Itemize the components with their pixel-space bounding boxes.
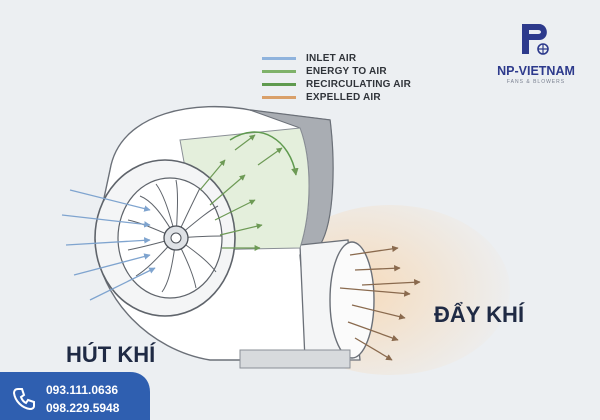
legend: INLET AIR ENERGY TO AIR RECIRCULATING AI… (262, 52, 411, 104)
brand-tagline: FANS & BLOWERS (506, 79, 566, 85)
impeller-hub-center (170, 232, 182, 244)
legend-label: ENERGY TO AIR (306, 66, 387, 77)
legend-item-energy: ENERGY TO AIR (262, 65, 411, 78)
phone-icon (12, 388, 35, 411)
legend-item-expelled: EXPELLED AIR (262, 91, 411, 104)
recirculating-arrow (229, 131, 299, 176)
energy-arrows (199, 134, 283, 251)
outlet-base (239, 349, 351, 369)
inlet-air-arrows (61, 189, 156, 301)
brand-logo: NP-VIETNAM FANS & BLOWERS (488, 22, 584, 85)
legend-swatch (262, 83, 296, 86)
legend-item-recirculating: RECIRCULATING AIR (262, 78, 411, 91)
contact-box (0, 372, 150, 420)
legend-swatch (262, 57, 296, 60)
legend-item-inlet: INLET AIR (262, 52, 411, 65)
legend-label: EXPELLED AIR (306, 92, 381, 103)
brand-name: NP-VIETNAM (497, 64, 575, 78)
outlet-mouth (329, 241, 375, 359)
np-logo-icon (522, 24, 549, 55)
phone-number-1[interactable]: 093.111.0636 (46, 383, 119, 397)
legend-label: INLET AIR (306, 53, 357, 64)
expelled-air-arrows (339, 245, 421, 361)
legend-swatch (262, 70, 296, 73)
legend-label: RECIRCULATING AIR (306, 79, 412, 90)
phone-number-2[interactable]: 098.229.5948 (46, 401, 120, 415)
outlet-label: ĐẨY KHÍ (434, 302, 525, 327)
legend-swatch (262, 96, 296, 99)
inlet-label: HÚT KHÍ (66, 342, 156, 367)
